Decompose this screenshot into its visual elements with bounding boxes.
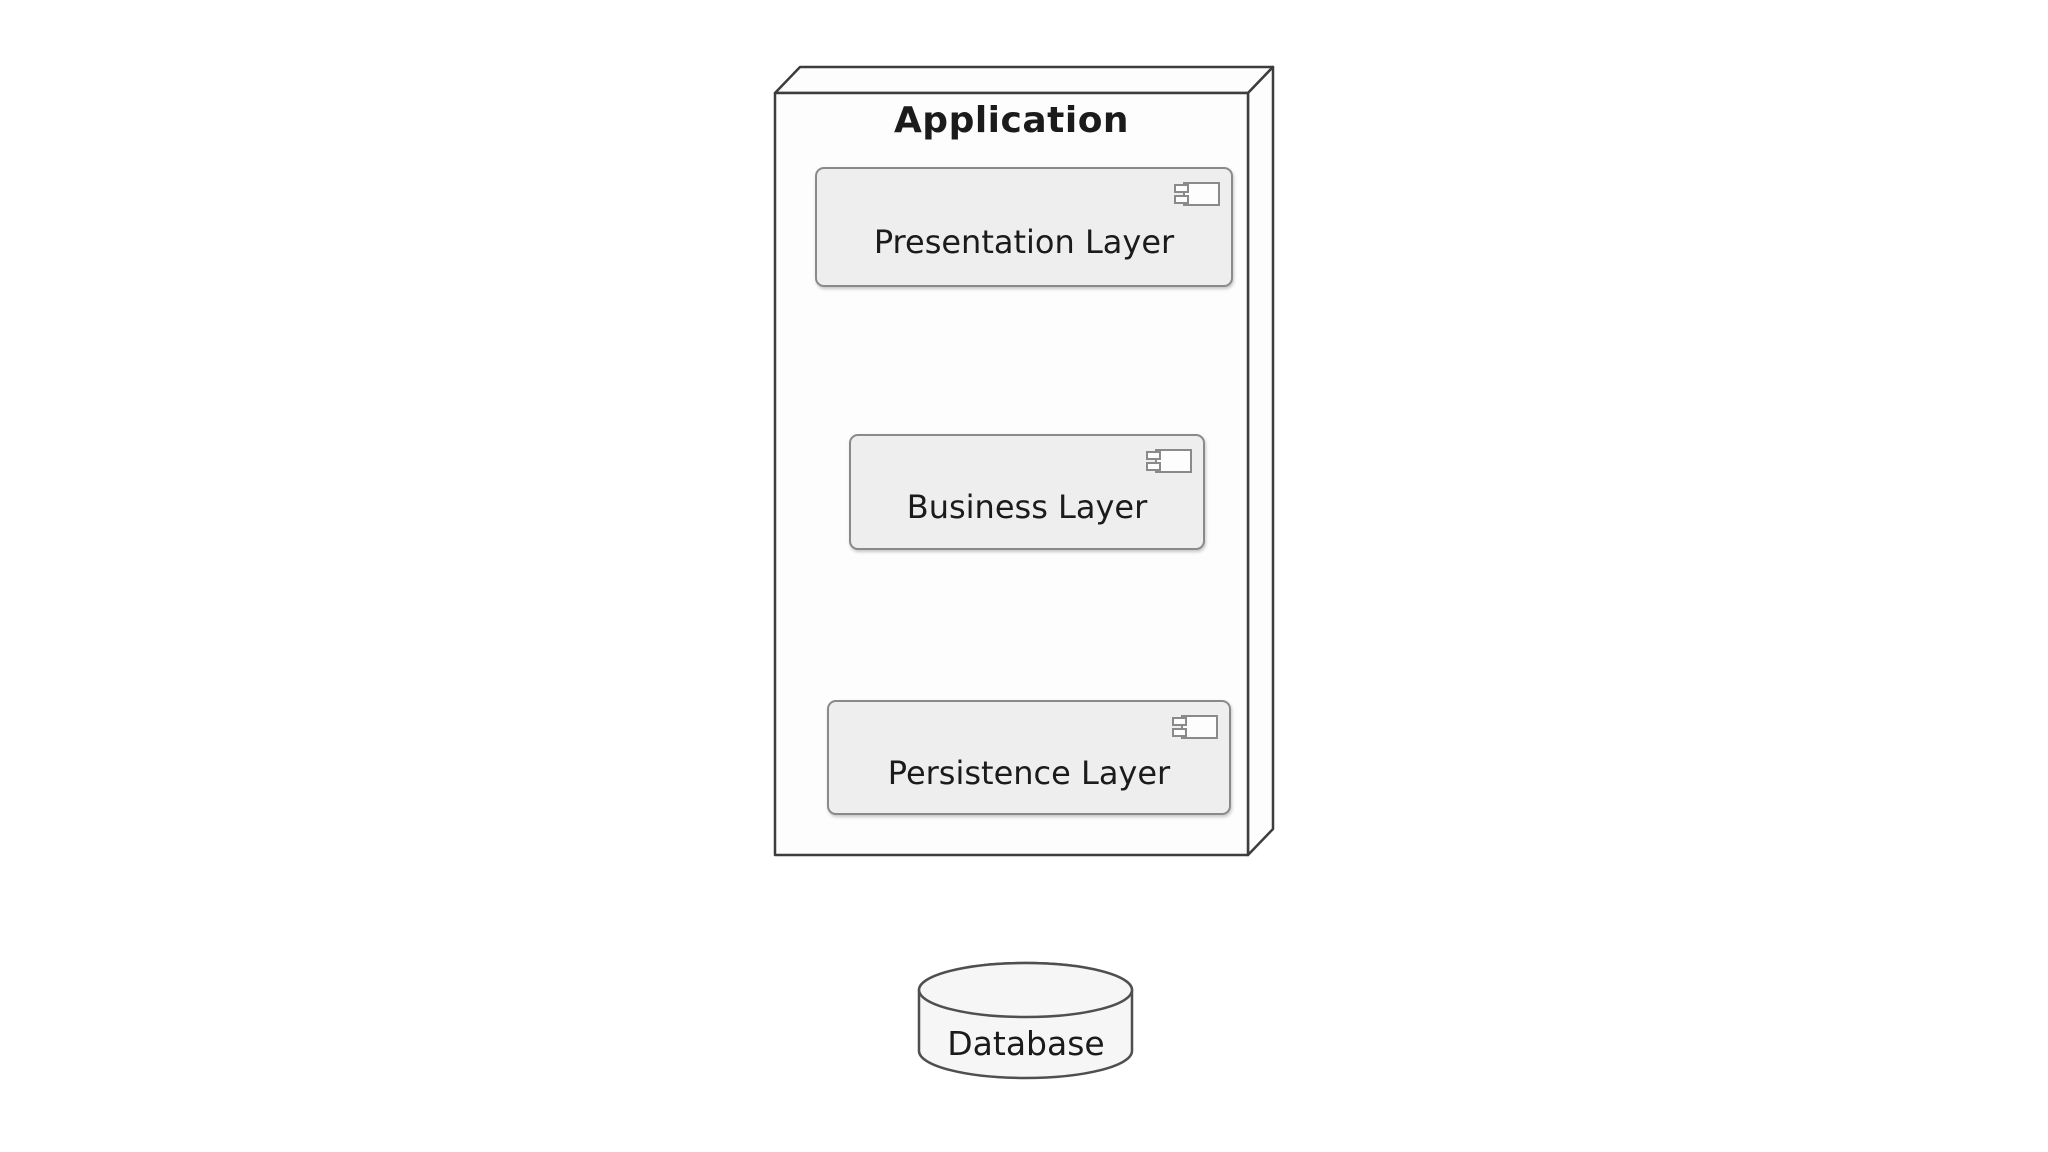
component-business-layer: Business Layer: [849, 434, 1205, 550]
component-icon-body: [1181, 715, 1218, 739]
component-icon-tab: [1146, 462, 1161, 471]
uml-component-icon: [1172, 715, 1218, 739]
component-icon-tab: [1174, 195, 1189, 204]
node-title: Application: [893, 100, 1130, 141]
node-top-face: [773, 65, 1275, 95]
component-icon-body: [1155, 449, 1192, 473]
component-icon-body: [1183, 182, 1220, 206]
component-label: Presentation Layer: [873, 223, 1175, 261]
component-label: Persistence Layer: [887, 753, 1171, 792]
uml-component-icon: [1146, 449, 1192, 473]
component-icon-tab: [1146, 451, 1161, 460]
component-presentation-layer: Presentation Layer: [815, 167, 1233, 287]
database-label: Database: [947, 1024, 1105, 1063]
component-icon-tab: [1172, 717, 1187, 726]
database-cylinder-top: [917, 961, 1134, 1019]
node-side-face: [1246, 65, 1275, 857]
uml-component-icon: [1174, 182, 1220, 206]
component-persistence-layer: Persistence Layer: [827, 700, 1231, 815]
component-icon-tab: [1172, 728, 1187, 737]
component-label: Business Layer: [906, 488, 1148, 526]
component-icon-tab: [1174, 184, 1189, 193]
